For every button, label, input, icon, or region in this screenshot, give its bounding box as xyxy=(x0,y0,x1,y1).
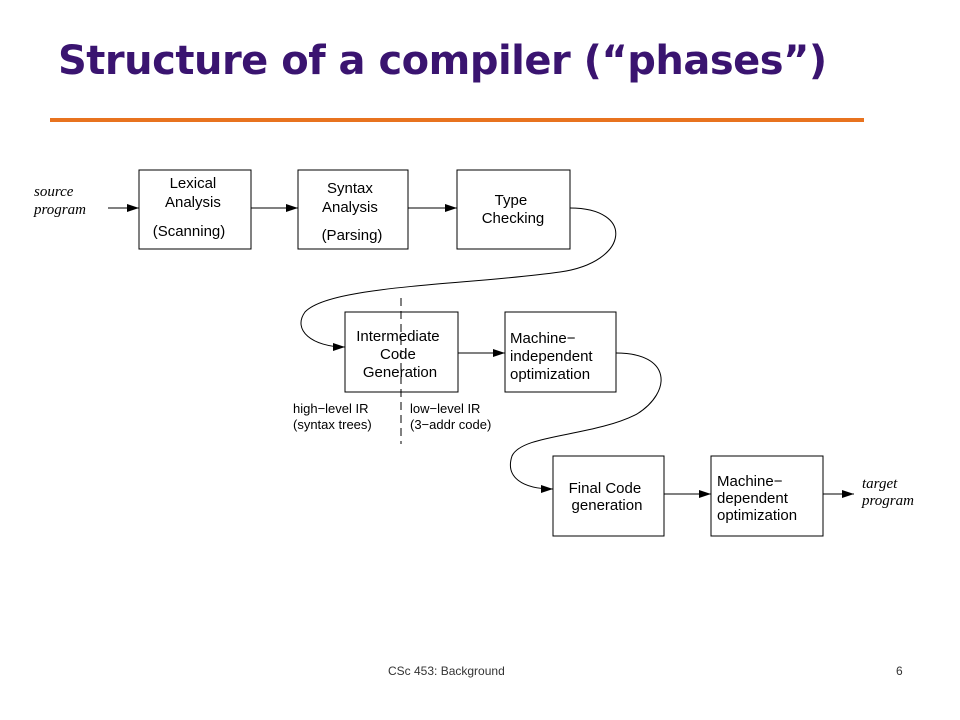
svg-text:Type Checking: Type Checking xyxy=(482,192,545,227)
high-level-ir-label: high−level IR (syntax trees) xyxy=(293,401,372,432)
page-number: 6 xyxy=(896,664,903,678)
arrow-type-to-icg xyxy=(300,207,617,351)
phase-machine-independent-optimization: Machine− independent optimization xyxy=(504,311,617,393)
svg-text:Final Code generation: Final Code generation xyxy=(569,480,646,514)
phase-machine-dependent-optimization: Machine− dependent optimization xyxy=(710,455,824,537)
source-program-label: source program xyxy=(33,184,86,218)
svg-text:Lexical Analysis (: Lexical Analysis (Scanning) xyxy=(153,175,226,240)
low-level-ir-label: low−level IR (3−addr code) xyxy=(410,401,491,432)
phase-type-checking: Type Checking xyxy=(456,169,571,250)
target-program-line-1: target xyxy=(862,476,898,492)
phase-lexical-analysis: Lexical Analysis (Scanning) xyxy=(138,169,252,250)
arrow-mio-to-final xyxy=(510,352,662,493)
slide-title: Structure of a compiler (“phases”) xyxy=(58,38,827,84)
target-program-line-2: program xyxy=(861,493,914,509)
svg-text:Intermediate Code: Intermediate Code Generation xyxy=(356,328,444,381)
phase-final-code-generation: Final Code generation xyxy=(552,455,665,537)
footer-course-label: CSc 453: Background xyxy=(388,664,505,678)
target-program-label: target program xyxy=(861,476,914,509)
svg-text:Machine− independent: Machine− independent optimization xyxy=(510,330,597,383)
phase-syntax-analysis: Syntax Analysis (Parsing) xyxy=(297,169,409,250)
source-program-line-1: source xyxy=(34,184,74,200)
title-underline xyxy=(50,118,864,122)
svg-text:Syntax Analysis (P: Syntax Analysis (Parsing) xyxy=(322,180,383,244)
source-program-line-2: program xyxy=(33,202,86,218)
svg-text:Machine− dependent: Machine− dependent optimization xyxy=(717,473,797,524)
